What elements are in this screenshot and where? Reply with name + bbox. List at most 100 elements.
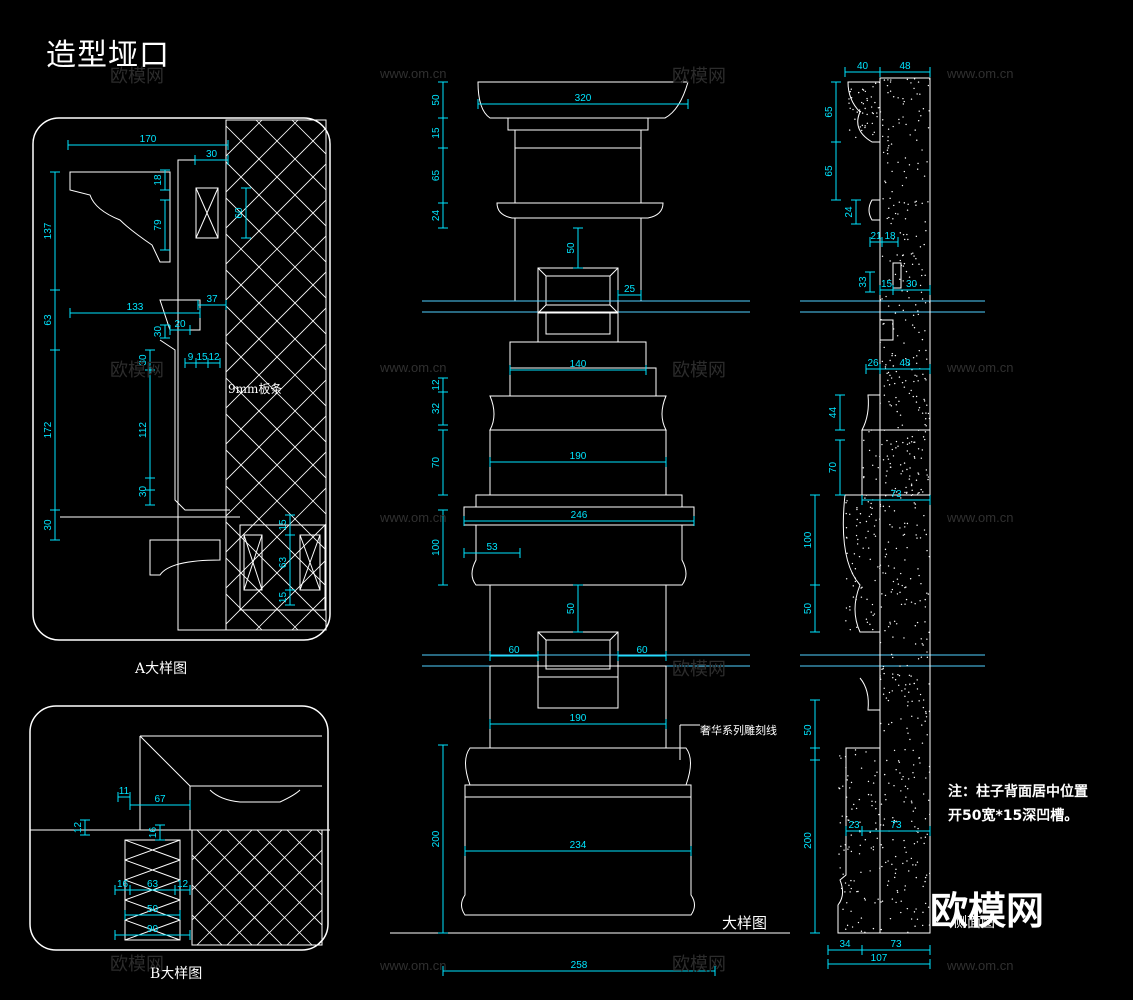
stone-speckle — [904, 559, 906, 561]
stone-speckle — [902, 775, 904, 778]
stone-speckle — [860, 767, 863, 769]
stone-speckle — [908, 363, 910, 365]
stone-speckle — [855, 598, 857, 601]
stone-speckle — [871, 507, 873, 510]
stone-speckle — [909, 475, 911, 477]
detail-b-mitre — [139, 735, 322, 830]
stone-speckle — [908, 164, 911, 166]
stone-speckle — [871, 464, 874, 467]
stone-speckle — [866, 598, 868, 601]
stone-speckle — [860, 596, 863, 598]
stone-speckle — [899, 464, 902, 466]
stone-speckle — [903, 170, 906, 173]
stone-speckle — [895, 547, 898, 550]
stone-speckle — [870, 513, 873, 516]
dim-a-panel: 112 — [138, 422, 149, 438]
stone-speckle — [876, 837, 878, 840]
hatch-line — [226, 343, 326, 445]
stone-speckle — [881, 443, 883, 446]
dim-side-plinth-projection: 23 — [848, 820, 860, 831]
stone-speckle — [886, 84, 889, 87]
stone-speckle — [922, 436, 925, 438]
stone-speckle — [871, 122, 874, 125]
stone-speckle — [904, 522, 906, 524]
stone-speckle — [855, 534, 858, 537]
stone-speckle — [928, 110, 930, 112]
dim-a-step-width: 20 — [174, 319, 186, 330]
stone-speckle — [886, 455, 889, 457]
stone-speckle — [902, 862, 904, 865]
hatch-line — [544, 120, 1054, 630]
stone-speckle — [893, 749, 896, 752]
stone-speckle — [890, 653, 893, 656]
detail-a-cross-box — [243, 534, 263, 591]
stone-speckle — [924, 377, 926, 380]
stone-speckle — [905, 486, 907, 489]
stone-speckle — [891, 489, 893, 491]
stone-speckle — [883, 79, 886, 81]
stone-speckle — [872, 628, 874, 631]
stone-speckle — [917, 717, 919, 719]
stone-speckle — [866, 99, 868, 102]
stone-speckle — [906, 290, 908, 293]
stone-speckle — [913, 842, 916, 845]
stone-speckle — [867, 501, 869, 503]
stone-speckle — [885, 475, 887, 477]
stone-speckle — [923, 243, 925, 246]
hatch-line — [472, 120, 982, 630]
side-lower-profile — [859, 677, 880, 711]
stone-speckle — [908, 392, 911, 395]
stone-speckle — [871, 800, 873, 802]
stone-speckle — [894, 382, 896, 385]
stone-speckle — [903, 100, 905, 103]
hatch-line — [724, 120, 1133, 630]
dim-front-panel-left: 60 — [508, 645, 520, 656]
stone-speckle — [900, 790, 902, 792]
stone-speckle — [925, 712, 927, 715]
stone-speckle — [866, 122, 869, 125]
stone-speckle — [926, 161, 928, 163]
stone-speckle — [922, 911, 924, 914]
stone-speckle — [882, 693, 885, 695]
hatch-line — [226, 163, 326, 265]
stone-speckle — [875, 519, 877, 521]
stone-speckle — [924, 221, 926, 223]
stone-speckle — [919, 600, 921, 602]
stone-speckle — [904, 157, 907, 159]
stone-speckle — [924, 880, 926, 883]
stone-speckle — [906, 546, 908, 549]
stone-speckle — [904, 688, 906, 690]
dim-a-d3: 12 — [208, 352, 220, 363]
stone-speckle — [926, 474, 928, 476]
stone-speckle — [908, 442, 911, 444]
stone-speckle — [911, 435, 914, 438]
dim-side-groove-height: 33 — [858, 276, 869, 288]
dim-side-foot: 34 — [839, 939, 851, 950]
dim-front-neck: 65 — [431, 170, 442, 182]
stone-speckle — [854, 749, 857, 751]
stone-speckle — [856, 626, 858, 629]
stone-speckle — [882, 824, 885, 826]
stone-speckle — [860, 871, 862, 874]
stone-speckle — [914, 925, 916, 927]
watermark-url: www.om.cn — [380, 510, 447, 525]
stone-speckle — [886, 217, 888, 220]
watermark-url: www.om.cn — [380, 66, 447, 81]
stone-speckle — [858, 109, 861, 111]
stone-speckle — [915, 401, 918, 403]
watermark-cn: 欧模网 — [672, 66, 726, 87]
side-stone-texture — [862, 429, 930, 496]
stone-speckle — [865, 751, 867, 753]
stone-speckle — [891, 526, 893, 528]
stone-speckle — [889, 260, 891, 262]
detail-a-cross-box — [299, 534, 321, 591]
stone-speckle — [904, 491, 906, 494]
stone-speckle — [875, 828, 877, 831]
caption-side-elevation: 侧面图 — [953, 915, 995, 931]
stone-speckle — [862, 467, 865, 469]
stone-speckle — [844, 882, 847, 884]
stone-speckle — [865, 520, 868, 523]
stone-speckle — [888, 782, 890, 784]
stone-speckle — [888, 723, 890, 726]
